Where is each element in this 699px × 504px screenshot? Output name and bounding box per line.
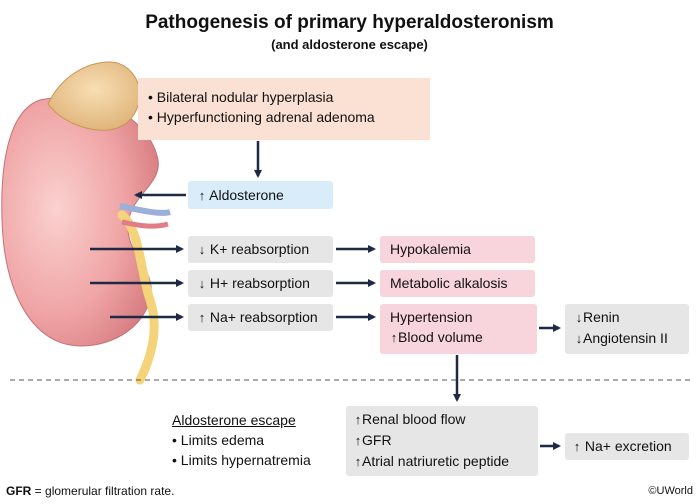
down-arrow-icon: ↓ (575, 331, 583, 346)
down-arrow-icon: ↓ (575, 310, 583, 325)
footnote: GFR = glomerular filtration rate. (6, 484, 174, 498)
na-excretion-box: ↑ Na+ excretion (565, 433, 689, 460)
blood-volume-label: Blood volume (398, 329, 483, 345)
h-reabsorption-box: ↓ H+ reabsorption (188, 270, 333, 297)
escape-item: • Limits hypernatremia (172, 452, 311, 468)
down-arrow-icon: ↓ (198, 242, 206, 257)
causes-box: • Bilateral nodular hyperplasia • Hyperf… (138, 78, 430, 140)
up-arrow-icon: ↑ (390, 330, 398, 345)
up-arrow-icon: ↑ (198, 188, 206, 203)
na-reabsorption-box: ↑ Na+ reabsorption (188, 304, 333, 331)
metabolic-alkalosis-label: Metabolic alkalosis (390, 275, 508, 291)
renin-box: ↓Renin ↓Angiotensin II (565, 304, 689, 354)
anp-label: Atrial natriuretic peptide (362, 453, 510, 469)
aldosterone-label: Aldosterone (209, 187, 284, 203)
gfr-label: GFR (362, 432, 392, 448)
hypertension-label: Hypertension (390, 309, 473, 325)
renal-vein-illustration (119, 203, 171, 216)
na-excretion-label: Na+ excretion (584, 438, 672, 454)
copyright: ©UWorld (648, 485, 693, 497)
up-arrow-icon: ↑ (354, 412, 362, 427)
hypertension-box: Hypertension ↑Blood volume (380, 304, 537, 354)
cause-item: • Bilateral nodular hyperplasia (148, 89, 334, 105)
escape-heading: Aldosterone escape (172, 412, 296, 428)
down-arrow-icon: ↓ (198, 276, 206, 291)
footnote-abbr: GFR (6, 484, 32, 498)
renal-blood-flow-label: Renal blood flow (362, 411, 466, 427)
up-arrow-icon: ↑ (198, 310, 206, 325)
na-reabsorption-label: Na+ reabsorption (209, 309, 318, 325)
hypokalemia-box: Hypokalemia (380, 236, 535, 263)
angiotensin-label: Angiotensin II (583, 330, 668, 346)
metabolic-alkalosis-box: Metabolic alkalosis (380, 270, 535, 297)
up-arrow-icon: ↑ (354, 454, 362, 469)
h-reabsorption-label: H+ reabsorption (209, 275, 310, 291)
renin-label: Renin (583, 309, 620, 325)
ureter-illustration (117, 210, 159, 385)
up-arrow-icon: ↑ (573, 439, 581, 454)
renal-effects-box: ↑Renal blood flow ↑GFR ↑Atrial natriuret… (346, 406, 538, 476)
hypokalemia-label: Hypokalemia (390, 241, 471, 257)
k-reabsorption-box: ↓ K+ reabsorption (188, 236, 333, 263)
up-arrow-icon: ↑ (354, 433, 362, 448)
page-title: Pathogenesis of primary hyperaldosteroni… (145, 12, 554, 33)
kidney-illustration (1, 96, 159, 347)
aldosterone-box: ↑ Aldosterone (188, 181, 333, 209)
page-subtitle: (and aldosterone escape) (271, 37, 428, 52)
renal-artery-illustration (121, 219, 169, 229)
cause-item: • Hyperfunctioning adrenal adenoma (148, 109, 375, 125)
k-reabsorption-label: K+ reabsorption (209, 241, 310, 257)
escape-item: • Limits edema (172, 432, 265, 448)
aldosterone-escape-section: Aldosterone escape • Limits edema • Limi… (172, 410, 311, 470)
footnote-text: = glomerular filtration rate. (31, 484, 175, 498)
